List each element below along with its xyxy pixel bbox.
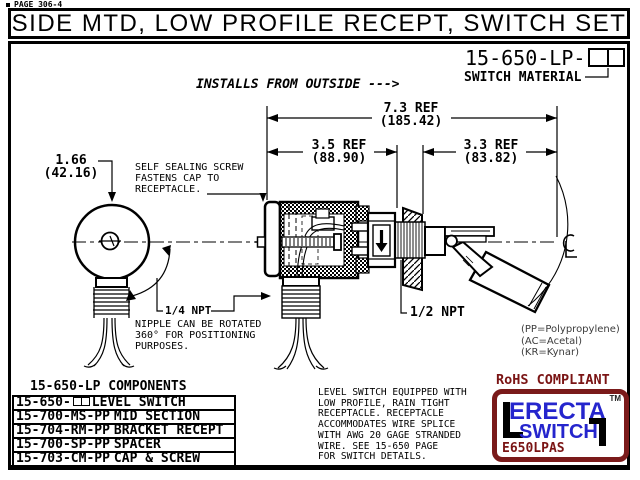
callout-rotation-line1: NIPPLE CAN BE ROTATED bbox=[135, 319, 262, 330]
material-legend: (PP=Polypropylene) (AC=Acetal) (KR=Kynar… bbox=[521, 324, 620, 359]
note-line: WITH AWG 20 GAGE STRANDED bbox=[318, 429, 461, 441]
note-line: FOR SWITCH DETAILS. bbox=[318, 451, 427, 463]
install-direction-note: INSTALLS FROM OUTSIDE ---> bbox=[196, 77, 400, 92]
page-ref-marker bbox=[6, 3, 10, 7]
material-legend-ac: (AC=Acetal) bbox=[521, 335, 582, 347]
general-notes: LEVEL SWITCH EQUIPPED WITH LOW PROFILE, … bbox=[318, 387, 467, 463]
callout-self-sealing-screw: SELF SEALING SCREW FASTENS CAP TO RECEPT… bbox=[135, 162, 244, 195]
callout-nipple-rotation: NIPPLE CAN BE ROTATED 360° FOR POSITIONI… bbox=[135, 319, 262, 352]
dimension-switch-mm: (83.82) bbox=[463, 151, 519, 166]
note-line: LEVEL SWITCH EQUIPPED WITH bbox=[318, 387, 467, 398]
component-part-number: 15-650- bbox=[16, 395, 71, 410]
material-legend-pp: (PP=Polypropylene) bbox=[521, 324, 620, 335]
dimension-overall: 7.3 REF (185.42) bbox=[369, 102, 453, 128]
logo-left-bracket-horizontal bbox=[503, 432, 523, 438]
drawing-border bbox=[8, 41, 630, 470]
component-name: CAP & SCREW bbox=[113, 451, 201, 466]
dimension-switch: 3.3 REF (83.82) bbox=[449, 139, 533, 165]
dimension-receptacle-in: 3.5 REF bbox=[311, 138, 367, 153]
dimension-receptacle-mm: (88.90) bbox=[311, 151, 367, 166]
component-part-number: 15-703-CM-PP bbox=[16, 451, 110, 466]
dimension-overall-in: 7.3 REF bbox=[383, 101, 439, 116]
dimension-cap-mm: (42.16) bbox=[43, 166, 99, 181]
component-name: BRACKET RECEPT bbox=[113, 423, 224, 438]
dimension-cap-in: 1.66 bbox=[55, 153, 87, 168]
material-legend-kr: (KR=Kynar) bbox=[521, 347, 580, 358]
page-title: SIDE MTD, LOW PROFILE RECEPT, SWITCH SET bbox=[11, 9, 627, 37]
note-line: WIRE. SEE 15-650 PAGE bbox=[318, 440, 439, 452]
callout-quarter-npt: 1/4 NPT bbox=[165, 304, 212, 317]
callout-half-npt: 1/2 NPT bbox=[410, 305, 465, 320]
callout-rotation-line2: 360° FOR POSITIONING bbox=[135, 329, 256, 341]
dimension-cap: 1.66 (42.16) bbox=[29, 154, 113, 180]
title-bar: SIDE MTD, LOW PROFILE RECEPT, SWITCH SET bbox=[8, 8, 630, 39]
callout-self-sealing-line3: RECEPTACLE. bbox=[135, 183, 202, 195]
callout-rotation-line3: PURPOSES. bbox=[135, 340, 190, 352]
part-number: 15-650-LP- bbox=[465, 46, 586, 70]
note-line: RECEPTACLE. RECEPTACLE bbox=[318, 408, 444, 420]
dimension-overall-mm: (185.42) bbox=[379, 114, 443, 129]
logo-tm: TM bbox=[609, 394, 621, 403]
component-name: MID SECTION bbox=[113, 409, 201, 424]
callout-self-sealing-line1: SELF SEALING SCREW bbox=[135, 162, 244, 173]
logo-right-bracket-vertical bbox=[599, 418, 606, 446]
logo-brand-line2: SWITCH bbox=[519, 421, 598, 443]
note-line: LOW PROFILE, RAIN TIGHT bbox=[318, 397, 450, 409]
component-part-number: 15-700-SP-PP bbox=[16, 437, 110, 452]
switch-material-label: SWITCH MATERIAL bbox=[464, 70, 582, 85]
dimension-switch-in: 3.3 REF bbox=[463, 138, 519, 153]
erecta-switch-logo: ERECTA TM SWITCH E650LPAS bbox=[492, 389, 629, 462]
drawing-code: E650LPAS bbox=[502, 441, 565, 456]
logo-right-bracket-horizontal bbox=[589, 418, 606, 424]
logo-left-bracket-vertical bbox=[503, 402, 510, 438]
material-code-boxes bbox=[588, 48, 625, 67]
dimension-receptacle: 3.5 REF (88.90) bbox=[297, 139, 381, 165]
note-line: ACCOMMODATES WIRE SPLICE bbox=[318, 419, 456, 431]
component-name: SPACER bbox=[113, 437, 161, 452]
rohs-compliant-label: RoHS COMPLIANT bbox=[496, 372, 610, 388]
page-ref: PAGE 306-4 bbox=[12, 0, 65, 9]
material-code-box-divider bbox=[606, 50, 609, 65]
component-part-number: 15-700-MS-PP bbox=[16, 409, 110, 424]
component-name: LEVEL SWITCH bbox=[91, 395, 186, 410]
callout-self-sealing-line2: FASTENS CAP TO bbox=[135, 172, 220, 184]
component-part-number: 15-704-RM-PP bbox=[16, 423, 110, 438]
material-code-box bbox=[72, 397, 90, 406]
components-table-title: 15-650-LP COMPONENTS bbox=[30, 379, 187, 394]
